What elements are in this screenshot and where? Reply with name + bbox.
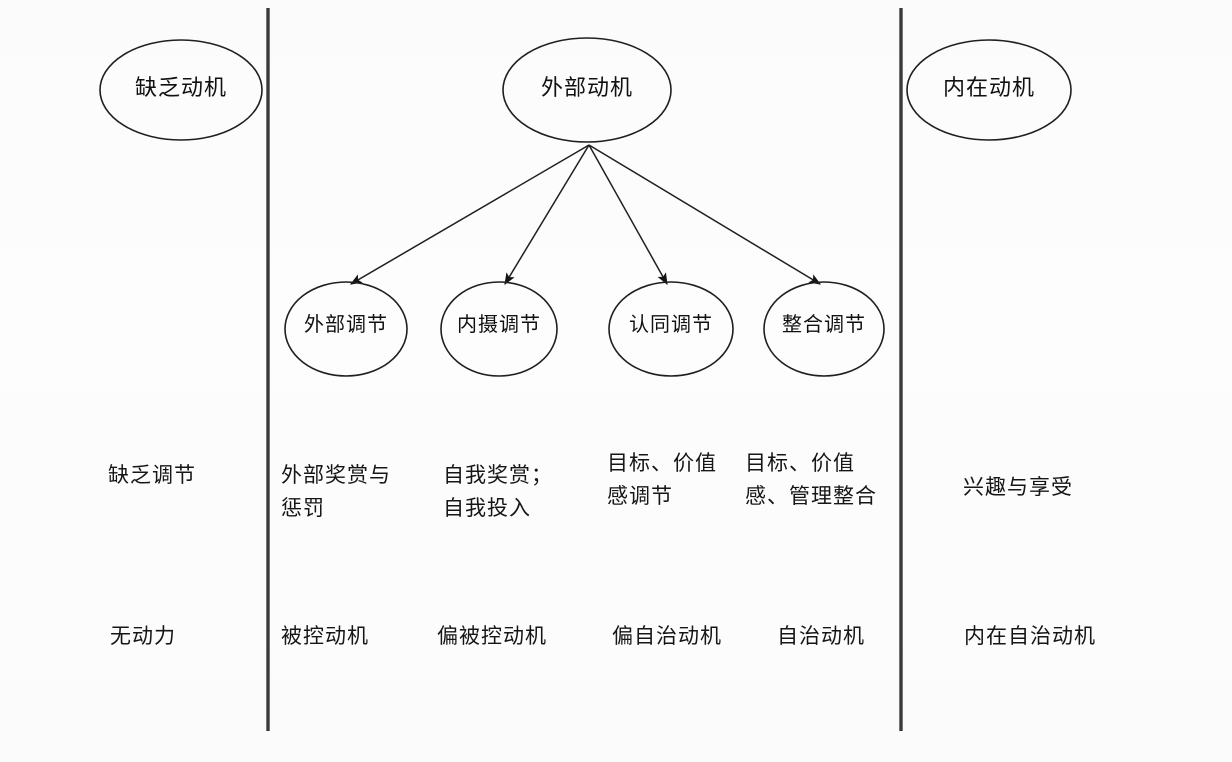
ellipse-external-regulation (284, 281, 408, 377)
arrow-to-integrated-regulation (588, 144, 822, 285)
ellipse-integrated-regulation (763, 281, 885, 377)
arrow-to-identified-regulation (588, 144, 668, 286)
node-ellipses (99, 37, 1072, 377)
label-extrinsic: 外部动机 (540, 75, 633, 100)
label-identified-regulation: 认同调节 (629, 314, 713, 336)
cell-identified-regulation-desc: 目标、价值感调节 (607, 452, 717, 508)
cell-amotivation-regulation: 缺乏调节 (108, 464, 196, 487)
ellipse-amotivation (99, 39, 263, 141)
cell-integrated-regulation-desc: 目标、价值感、管理整合 (745, 452, 877, 508)
ellipse-introjected-regulation (440, 281, 558, 377)
label-external-regulation: 外部调节 (304, 314, 388, 336)
cell-identified-type: 偏自治动机 (612, 625, 722, 648)
cell-intrinsic-type: 内在自治动机 (964, 625, 1096, 648)
label-introjected-regulation: 内摄调节 (457, 314, 541, 336)
label-amotivation: 缺乏动机 (134, 75, 227, 100)
cell-integrated-type: 自治动机 (777, 625, 865, 648)
arrow-to-external-regulation (349, 144, 590, 285)
cell-amotivation-type: 无动力 (110, 625, 176, 648)
cell-external-type: 被控动机 (281, 625, 369, 648)
ellipse-identified-regulation (608, 281, 734, 377)
cell-introjected-regulation-desc: 自我奖赏；自我投入 (443, 464, 553, 520)
label-intrinsic: 内在动机 (942, 75, 1035, 100)
ellipse-extrinsic (502, 37, 672, 143)
label-integrated-regulation: 整合调节 (782, 314, 866, 336)
ellipse-intrinsic (906, 39, 1072, 141)
cell-external-regulation-desc: 外部奖赏与惩罚 (281, 464, 391, 520)
cell-introjected-type: 偏被控动机 (437, 625, 547, 648)
arrow-to-introjected-regulation (504, 144, 590, 286)
column-dividers (266, 8, 903, 731)
cell-intrinsic-regulation-desc: 兴趣与享受 (963, 476, 1073, 499)
arrow-connectors (349, 144, 822, 286)
